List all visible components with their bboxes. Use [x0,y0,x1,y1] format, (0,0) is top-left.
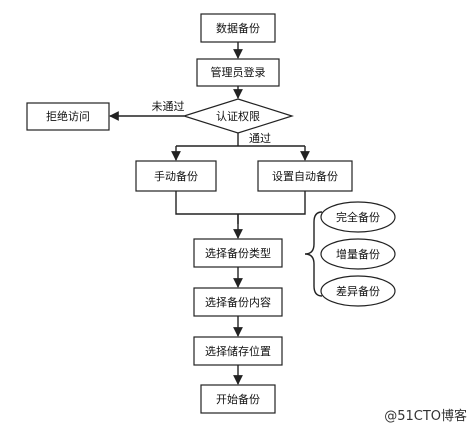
node-full: 完全备份 [336,210,380,224]
node-select-content: 选择备份内容 [205,295,271,309]
node-manual-box [135,160,217,192]
node-auto: 设置自动备份 [272,169,338,183]
node-select-type: 选择备份类型 [205,246,271,260]
node-select-location: 选择储存位置 [205,344,271,358]
node-admin-login-box [196,58,280,87]
edge-label-fail: 未通过 [152,100,185,113]
node-auth: 认证权限 [216,110,260,123]
node-auto-box [257,160,353,192]
node-full-ellipse [320,201,396,233]
node-deny: 拒绝访问 [46,109,90,123]
node-start-box [200,384,276,414]
node-select-type-box [193,238,283,268]
node-incremental: 增量备份 [336,247,380,261]
node-incremental-ellipse [320,238,396,270]
node-data-backup-box [200,13,276,43]
node-start: 开始备份 [216,392,260,406]
node-differential-ellipse [320,275,396,307]
node-select-content-box [193,287,283,317]
type-options-brace [304,211,323,297]
edge-merge [175,191,306,224]
node-auth-diamond [182,98,294,134]
watermark-text: @51CTO博客 [384,408,467,424]
edge-label-pass: 通过 [249,132,271,145]
node-admin-login: 管理员登录 [211,65,266,79]
node-manual: 手动备份 [154,169,198,183]
node-data-backup: 数据备份 [216,21,260,35]
node-deny-box [26,102,110,131]
edge-auth-split [176,133,305,147]
node-select-location-box [193,336,283,366]
node-differential: 差异备份 [336,284,380,298]
